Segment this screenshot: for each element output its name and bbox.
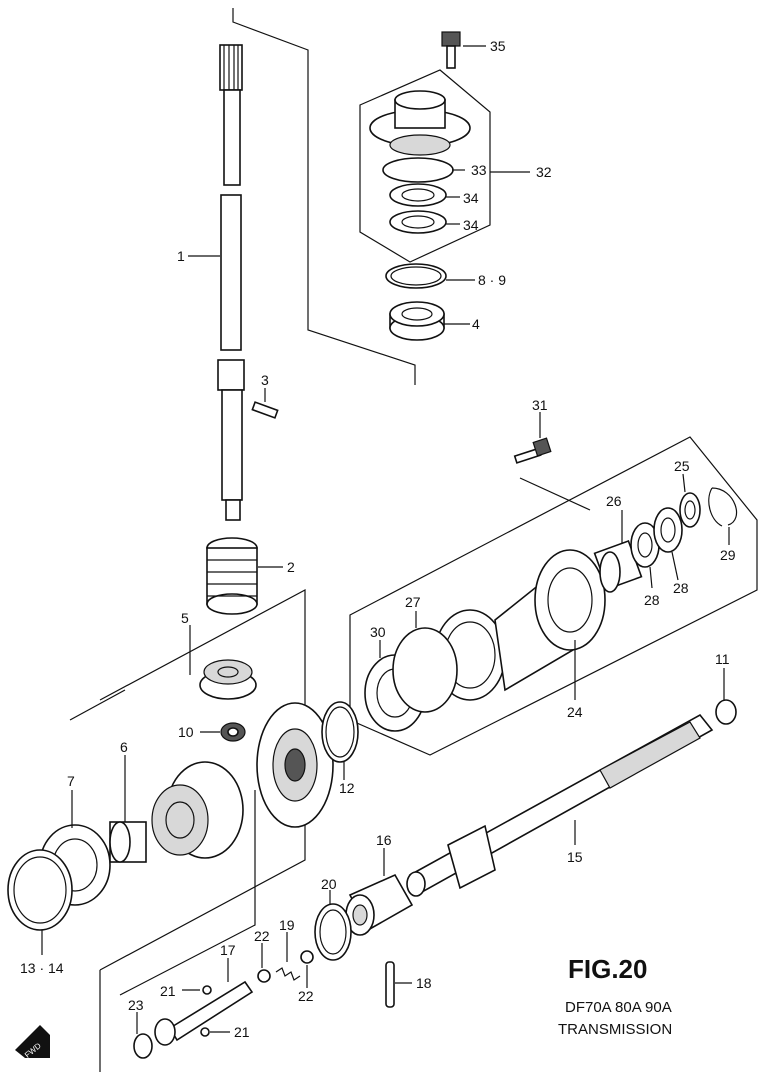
callout-22-left: 22	[254, 928, 270, 944]
callout-30: 30	[370, 624, 386, 640]
callout-11: 11	[715, 651, 730, 667]
callout-1: 1	[177, 248, 185, 264]
o-ring-27	[392, 627, 458, 713]
callout-16: 16	[376, 832, 392, 848]
seal-34-upper	[389, 183, 447, 207]
leader-lines	[41, 45, 730, 1034]
seal-28-inner	[630, 522, 660, 568]
spring-ring-20	[314, 903, 352, 961]
callout-12: 12	[339, 780, 355, 796]
figure-title: FIG.20	[568, 954, 647, 984]
callout-20: 20	[321, 876, 337, 892]
pin	[251, 401, 279, 419]
callout-27: 27	[405, 594, 421, 610]
bearing-4	[389, 301, 445, 341]
clutch-dog	[345, 873, 414, 936]
washer-23	[133, 1033, 153, 1059]
fwd-direction-badge: FWD	[15, 1025, 50, 1060]
ball-21-upper	[202, 985, 212, 995]
nut-10	[220, 722, 246, 742]
callout-25: 25	[674, 458, 690, 474]
shim-ring-8-9	[385, 263, 447, 289]
shaft-housing	[434, 549, 606, 701]
callout-34-upper: 34	[463, 190, 479, 206]
o-ring-33	[382, 157, 454, 183]
callout-5: 5	[181, 610, 189, 626]
forward-gear	[151, 761, 244, 859]
callout-32: 32	[536, 164, 552, 180]
callout-21-lower: 21	[234, 1024, 250, 1040]
callout-28-left: 28	[644, 592, 660, 608]
drive-shaft	[217, 44, 245, 521]
shim-13-14	[7, 849, 73, 931]
callout-labels: 1 2 3 4 5 6 7 8 · 9 10 11 12 13 · 14 15 …	[20, 38, 736, 1040]
callout-8-9: 8 · 9	[478, 272, 506, 288]
needle-bearing-6	[109, 821, 147, 863]
seal-34-lower	[389, 210, 447, 234]
reverse-gear	[256, 702, 334, 828]
seal-28-outer	[653, 507, 683, 553]
figure-section: TRANSMISSION	[558, 1021, 672, 1038]
ball-21-lower	[200, 1027, 210, 1037]
callout-31: 31	[532, 397, 548, 413]
callout-29: 29	[720, 547, 736, 563]
ball-22-left	[257, 969, 271, 983]
bolt-31	[513, 437, 552, 464]
callout-26: 26	[606, 493, 622, 509]
spring-gear	[206, 537, 258, 615]
bolt-top	[441, 31, 461, 69]
pin-18	[385, 961, 395, 1008]
callout-23: 23	[128, 997, 144, 1013]
callout-4: 4	[472, 316, 480, 332]
callout-15: 15	[567, 849, 583, 865]
pinion-gear	[199, 659, 257, 700]
callout-21-upper: 21	[160, 983, 176, 999]
o-ring-11	[715, 699, 737, 725]
snap-ring-29	[708, 487, 738, 527]
callout-2: 2	[287, 559, 295, 575]
callout-13-14: 13 · 14	[20, 960, 64, 976]
callout-28-right: 28	[673, 580, 689, 596]
spring-19	[275, 967, 301, 981]
push-rod	[154, 980, 254, 1046]
pump-case	[369, 90, 471, 156]
callout-6: 6	[120, 739, 128, 755]
title-block: FIG.20 DF70A 80A 90A TRANSMISSION	[558, 954, 672, 1038]
propeller-shaft	[406, 713, 714, 897]
callout-19: 19	[279, 917, 295, 933]
callout-22-right: 22	[298, 988, 314, 1004]
callout-7: 7	[67, 773, 75, 789]
washer-25	[679, 492, 701, 528]
figure-models: DF70A 80A 90A	[565, 999, 672, 1016]
callout-33: 33	[471, 162, 487, 178]
callout-24: 24	[567, 704, 583, 720]
needle-bearing-26	[593, 539, 643, 593]
ball-22-right	[300, 950, 314, 964]
callout-10: 10	[178, 724, 194, 740]
callout-34-lower: 34	[463, 217, 479, 233]
callout-17: 17	[220, 942, 236, 958]
shim-12	[321, 701, 359, 763]
callout-35: 35	[490, 38, 506, 54]
callout-18: 18	[416, 975, 432, 991]
callout-3: 3	[261, 372, 269, 388]
